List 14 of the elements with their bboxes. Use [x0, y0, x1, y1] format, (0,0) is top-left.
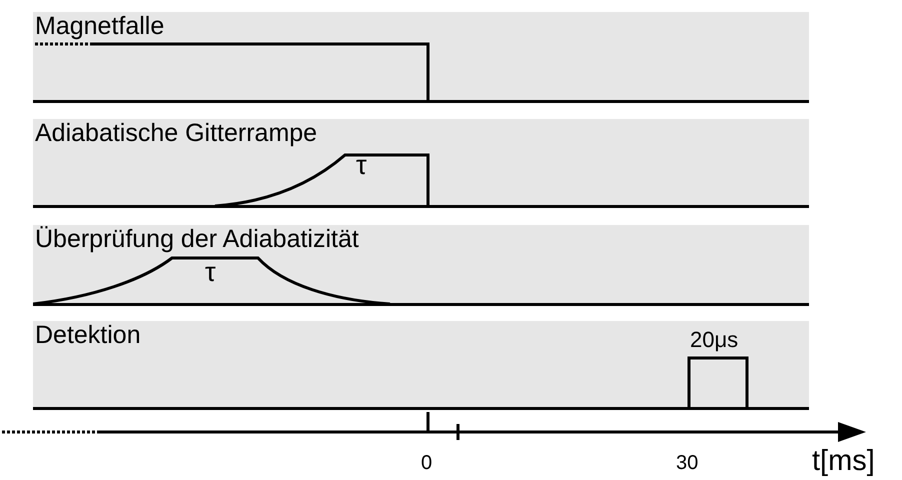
- panel-title: Detektion: [34, 321, 141, 349]
- time-constant-label: τ: [205, 257, 216, 288]
- panel-title: Adiabatische Gitterrampe: [34, 119, 318, 147]
- signal-panel: [33, 119, 809, 208]
- pulse-duration-label: 20μs: [690, 327, 738, 353]
- signal-panel: [33, 321, 809, 410]
- time-constant-label: τ: [356, 150, 367, 181]
- signal-panel: [33, 225, 809, 306]
- axis-label: t[ms]: [812, 445, 875, 478]
- tick-label: 0: [421, 452, 432, 475]
- panel-title: Überprüfung der Adiabatizität: [34, 225, 359, 253]
- tick-label: 30: [676, 452, 698, 475]
- panel-title: Magnetfalle: [34, 12, 164, 40]
- signal-panel: [33, 12, 809, 103]
